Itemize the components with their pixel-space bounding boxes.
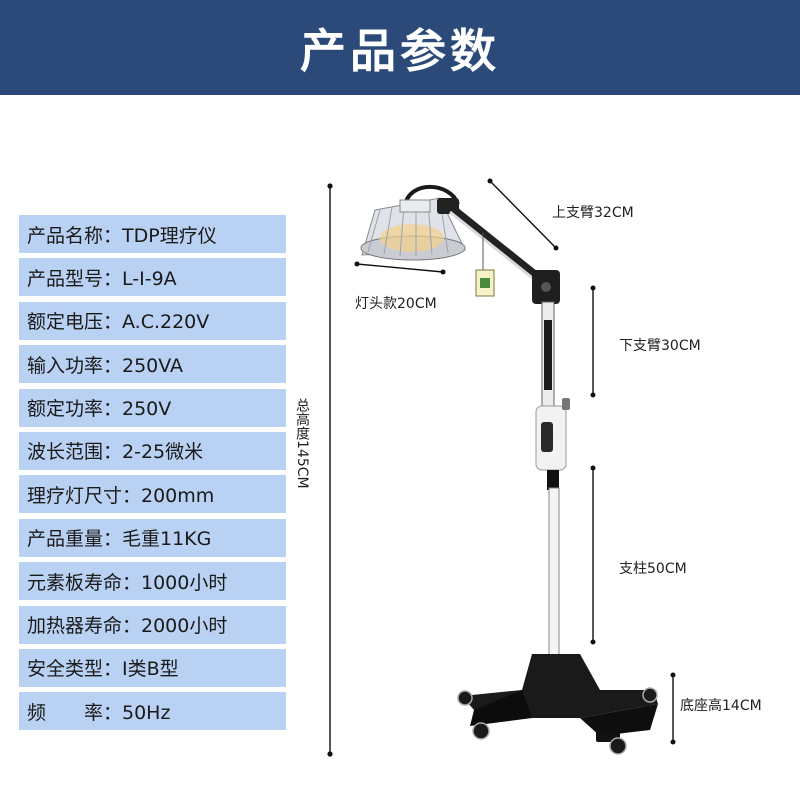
- spec-row-lamp-size: 理疗灯尺寸：200mm: [19, 475, 286, 514]
- header-banner: 产品参数: [0, 0, 800, 95]
- column-label: 支柱50CM: [619, 561, 687, 577]
- spec-row-weight: 产品重量：毛重11KG: [19, 518, 286, 557]
- spec-row-element-life: 元素板寿命：1000小时: [19, 562, 286, 601]
- total-height-label: 总高度145CM: [294, 398, 310, 489]
- spec-row-wavelength: 波长范围：2-25微米: [19, 431, 286, 470]
- spec-row-frequency: 频 率：50Hz: [19, 692, 286, 731]
- spec-row-rated-power: 额定功率：250V: [19, 388, 286, 427]
- spec-row-name: 产品名称：TDP理疗仪: [19, 215, 286, 253]
- spec-table: 产品名称：TDP理疗仪 产品型号：L-I-9A 额定电压：A.C.220V 输入…: [19, 215, 286, 736]
- lower-arm-label: 下支臂30CM: [619, 338, 701, 354]
- spec-row-input-power: 输入功率：250VA: [19, 345, 286, 384]
- spec-row-safety-type: 安全类型：I类B型: [19, 648, 286, 687]
- spec-row-voltage: 额定电压：A.C.220V: [19, 301, 286, 340]
- upper-arm-label: 上支臂32CM: [552, 205, 634, 221]
- lamp-head-label: 灯头款20CM: [355, 296, 437, 312]
- spec-row-heater-life: 加热器寿命：2000小时: [19, 605, 286, 644]
- total-height-dimension-line: [327, 183, 333, 757]
- base-height-label: 底座高14CM: [680, 698, 762, 714]
- tdp-lamp-illustration: [354, 178, 676, 755]
- spec-row-model: 产品型号：L-I-9A: [19, 258, 286, 297]
- page-title: 产品参数: [300, 23, 500, 78]
